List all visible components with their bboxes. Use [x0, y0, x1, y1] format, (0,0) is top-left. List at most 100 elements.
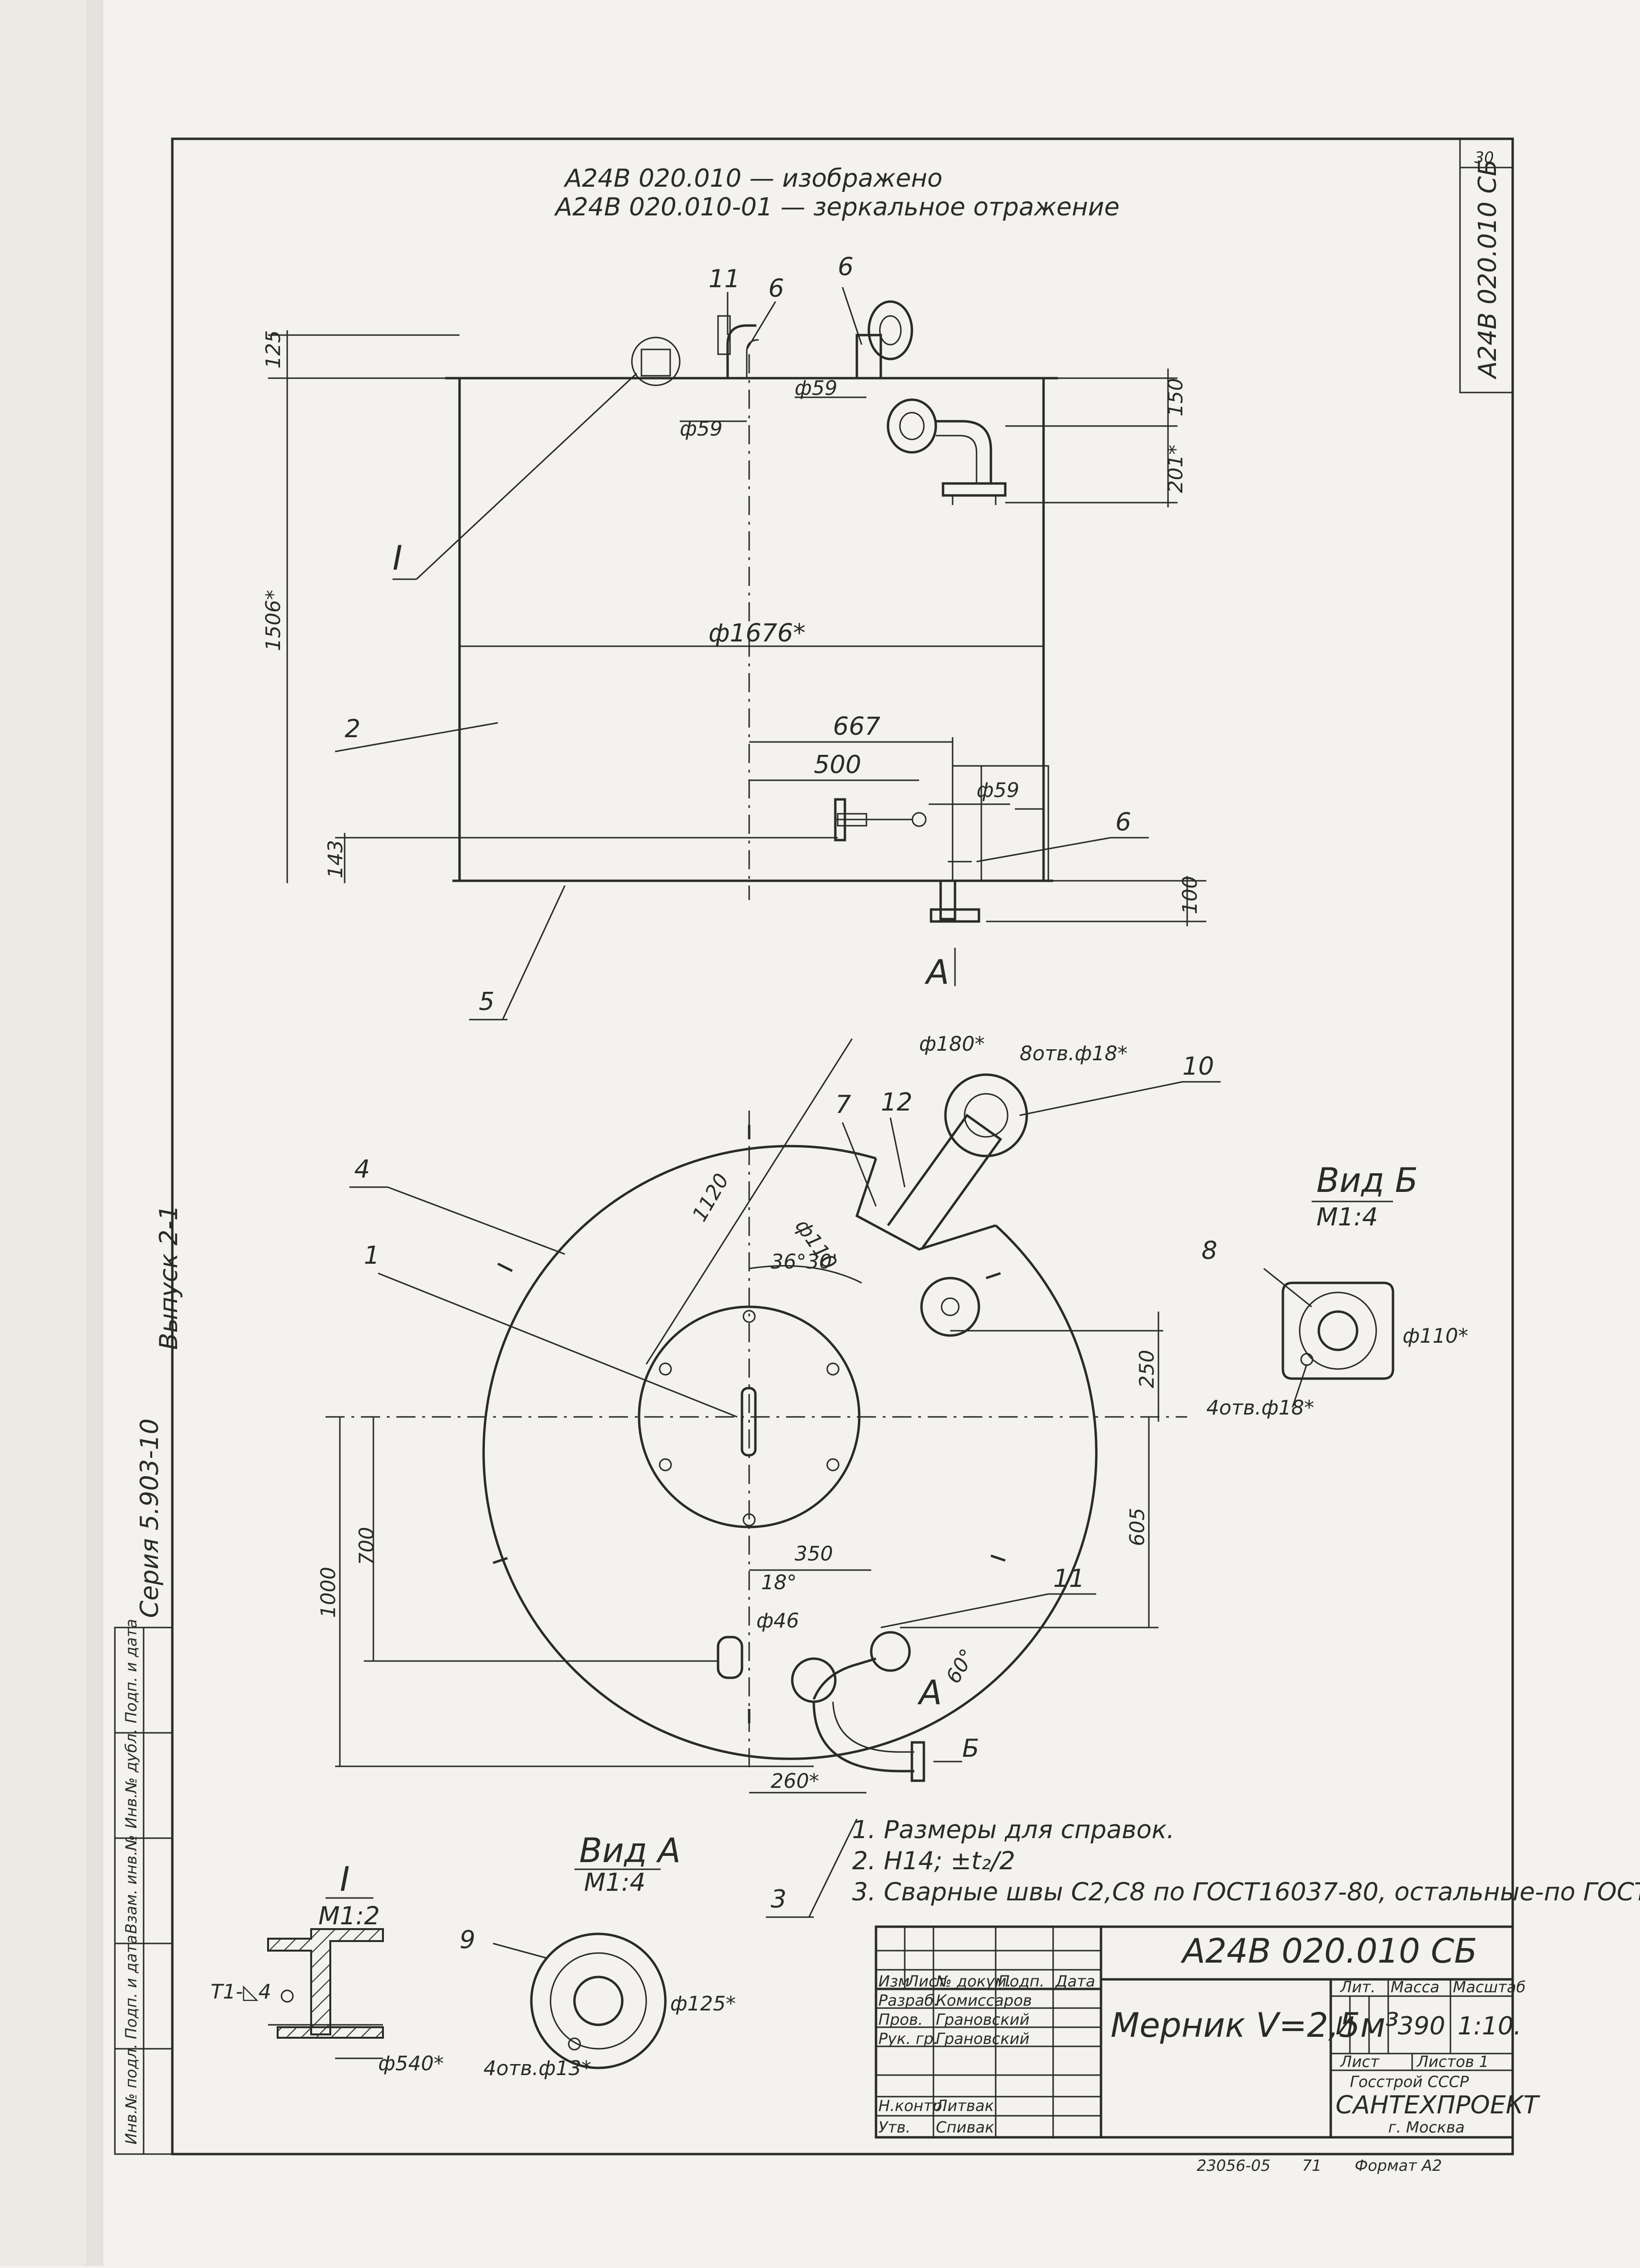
view-arrow-A-top: А	[917, 1673, 942, 1712]
view-b-d110: ф110*	[1403, 1324, 1468, 1347]
callout-10: 10	[1182, 1052, 1214, 1081]
col-izm: Изм	[878, 1972, 910, 1990]
name-3: Грановский	[936, 2030, 1030, 2048]
doc-code: А24В 020.010 СБ	[1180, 1931, 1477, 1971]
view-b-scale: М1:4	[1316, 1203, 1378, 1232]
callout-11-front: 11	[708, 265, 740, 293]
side-code: А24В 020.010 СБ	[1473, 159, 1502, 380]
callout-1: 1	[364, 1241, 380, 1270]
callout-4: 4	[354, 1155, 370, 1184]
weld-section	[267, 1928, 384, 2035]
notes: 1. Размеры для справок. 2. Н14; ±t₂/2 3.…	[852, 1816, 1640, 1907]
org-line-1: Госстрой СССР	[1350, 2073, 1469, 2091]
col-sign: Подп.	[998, 1972, 1045, 1990]
dim-250: 250	[1135, 1350, 1158, 1388]
dim-605: 605	[1125, 1508, 1149, 1546]
series-label: Серия 5.903-10	[135, 1418, 164, 1618]
lit-label: Лит.	[1340, 1978, 1376, 1996]
view-a-holes: 4отв.ф13*	[483, 2056, 591, 2080]
left-margin-stamp: Подп. и дата Инв.№ дубл. Взам. инв.№ Под…	[114, 1619, 173, 2155]
flange-top	[867, 300, 913, 360]
tank-plan-outline	[482, 1145, 1098, 1760]
role-4: Н.контр.	[878, 2097, 947, 2115]
dim-667: 667	[833, 712, 880, 741]
dim-500: 500	[814, 751, 861, 779]
dim-59-c: ф59	[977, 778, 1019, 802]
weld-symbol: Т1-◺4	[211, 1980, 271, 2003]
scale-value: 1:10.	[1458, 2012, 1521, 2041]
elbow-3	[812, 1701, 914, 1773]
front-view: 125 1506* ф1676* ф59 ф59 150 201* 667 50…	[261, 253, 1206, 1021]
dim-1000: 1000	[316, 1567, 340, 1618]
name-5: Спивак	[936, 2118, 995, 2136]
round-flange	[530, 1932, 667, 2069]
view-b-holes: 4отв.ф18*	[1206, 1396, 1314, 1419]
col-list: Лист	[907, 1972, 946, 1990]
role-1: Разраб.	[878, 1991, 939, 2010]
mass-label: Масса	[1391, 1978, 1439, 1996]
col-doc: № докум.	[935, 1972, 1011, 1990]
sheet-label: Лист	[1340, 2053, 1380, 2071]
detail-I-scale: М1:2	[318, 1902, 380, 1931]
dim-201: 201*	[1164, 445, 1187, 493]
header-line-2: А24В 020.010-01 — зеркальное отражение	[554, 193, 1120, 222]
view-arrow-A: А	[924, 953, 949, 992]
role-2: Пров.	[878, 2010, 923, 2029]
bottom-flange	[930, 908, 980, 923]
col-date: Дата	[1055, 1972, 1095, 1990]
dim-143: 143	[324, 840, 347, 878]
stamp-cell-2: Инв.№ дубл.	[122, 1729, 140, 1829]
angle-18: 18°	[761, 1571, 797, 1594]
header-line-1: А24В 020.010 — изображено	[563, 164, 943, 193]
holes-8x18: 8отв.ф18*	[1020, 1042, 1127, 1065]
view-a: Вид А М1:4 9 ф125* 4отв.ф13*	[460, 1831, 736, 2080]
footer-inv: 23056-05	[1197, 2156, 1270, 2175]
role-5: Утв.	[878, 2118, 910, 2136]
dim-150: 150	[1164, 378, 1187, 416]
elbow-11	[726, 324, 756, 378]
callout-12: 12	[881, 1088, 912, 1117]
detail-I-title: I	[340, 1860, 350, 1899]
name-1: Комиссаров	[936, 1991, 1032, 2010]
scan-edge	[86, 0, 103, 2266]
org-line-2: САНТЕХПРОЕКТ	[1336, 2091, 1540, 2120]
stamp-cell-5: Инв.№ подл.	[122, 2043, 140, 2144]
dim-59-b: ф59	[795, 376, 837, 400]
angle-36-30: 36°30'	[771, 1250, 837, 1273]
detail-I-d540: ф540*	[378, 2052, 444, 2075]
footer-copy: 71	[1302, 2156, 1322, 2175]
mass-value: 390	[1398, 2012, 1445, 2041]
issue-label: Выпуск 2-1	[155, 1205, 183, 1350]
callout-11-top: 11	[1053, 1564, 1085, 1593]
view-a-scale: М1:4	[584, 1868, 646, 1897]
stamp-cell-1: Подп. и дата	[122, 1619, 140, 1723]
note-1: 1. Размеры для справок.	[852, 1816, 1175, 1844]
callout-2: 2	[345, 715, 360, 743]
note-3: 3. Сварные швы С2,С8 по ГОСТ16037-80, ос…	[852, 1878, 1640, 1907]
callout-3: 3	[771, 1885, 786, 1914]
callout-I: I	[393, 539, 403, 578]
product-name: Мерник V=2,5м³	[1111, 2006, 1399, 2045]
dim-46: ф46	[756, 1609, 799, 1632]
sheets-label: Листов 1	[1416, 2053, 1489, 2071]
drawing-frame	[171, 137, 1514, 2156]
top-view: 1120 ф180* 8отв.ф18* ф110 36°30' 250 605…	[316, 1032, 1221, 1918]
callout-9: 9	[460, 1926, 475, 1954]
dim-59-a: ф59	[680, 417, 722, 440]
dim-180: ф180*	[919, 1032, 985, 1055]
flange-10	[944, 1073, 1028, 1157]
view-b-title: Вид Б	[1316, 1161, 1418, 1200]
view-b: Вид Б М1:4 8 ф110* 4отв.ф18*	[1202, 1161, 1468, 1419]
dim-700: 700	[355, 1527, 378, 1565]
name-2: Грановский	[936, 2010, 1030, 2029]
dim-125: 125	[261, 330, 285, 369]
dim-350: 350	[795, 1542, 833, 1565]
page-number: 30	[1474, 148, 1494, 167]
side-flange	[887, 398, 937, 454]
note-2: 2. Н14; ±t₂/2	[852, 1847, 1015, 1875]
detail-I-circle	[631, 337, 681, 386]
callout-7: 7	[835, 1090, 851, 1119]
view-arrow-B: Б	[962, 1734, 979, 1763]
